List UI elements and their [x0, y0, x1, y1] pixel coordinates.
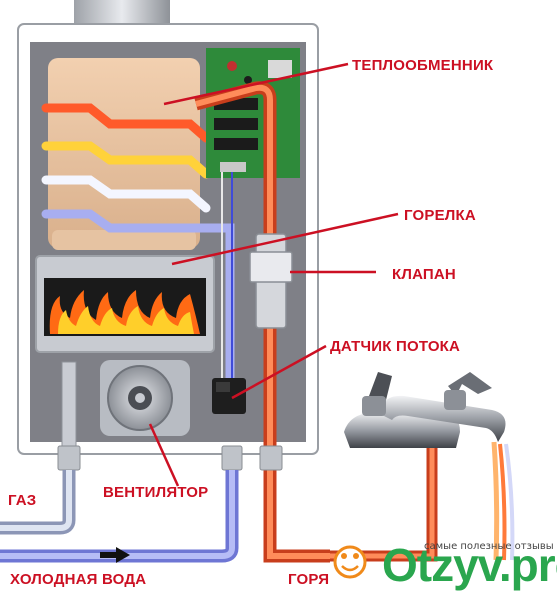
- gas-pipe: [0, 470, 76, 535]
- label-burner: ГОРЕЛКА: [404, 207, 476, 224]
- valve: [249, 233, 293, 329]
- flow-sensor: [212, 378, 246, 414]
- pointer-flow-sensor: [231, 344, 327, 400]
- pointer-fan: [148, 423, 180, 487]
- pointer-lines: [148, 62, 399, 487]
- label-valve: КЛАПАН: [392, 266, 456, 283]
- faucet-icon: [344, 372, 506, 448]
- label-heat-exchanger: ТЕПЛООБМЕННИК: [352, 57, 494, 74]
- watermark-site: Otzyv.pro: [382, 539, 557, 591]
- label-cold-water: ХОЛОДНАЯ ВОДА: [10, 571, 147, 588]
- label-fan: ВЕНТИЛЯТОР: [103, 484, 209, 501]
- fan-icon: [100, 360, 190, 436]
- pointer-heat-exchanger: [163, 62, 349, 106]
- label-hot-water: ГОРЯ: [288, 571, 330, 588]
- label-flow-sensor: ДАТЧИК ПОТОКА: [330, 338, 461, 355]
- hot-water-pipe: [194, 81, 330, 563]
- label-gas: ГАЗ: [8, 492, 37, 509]
- control-board: [206, 48, 300, 380]
- flow-arrow-icon: [100, 547, 130, 563]
- watermark-tagline: самые полезные отзывы: [424, 541, 554, 552]
- flame-icon: [49, 290, 200, 334]
- gas-inlet-stub: [61, 361, 77, 453]
- cold-water-pipe: [0, 470, 239, 563]
- heat-exchanger: [48, 58, 200, 250]
- bottom-fittings: [57, 445, 283, 471]
- exchanger-coils: [41, 103, 235, 403]
- pointer-burner: [171, 212, 399, 266]
- watermark-logo-icon: [333, 545, 367, 579]
